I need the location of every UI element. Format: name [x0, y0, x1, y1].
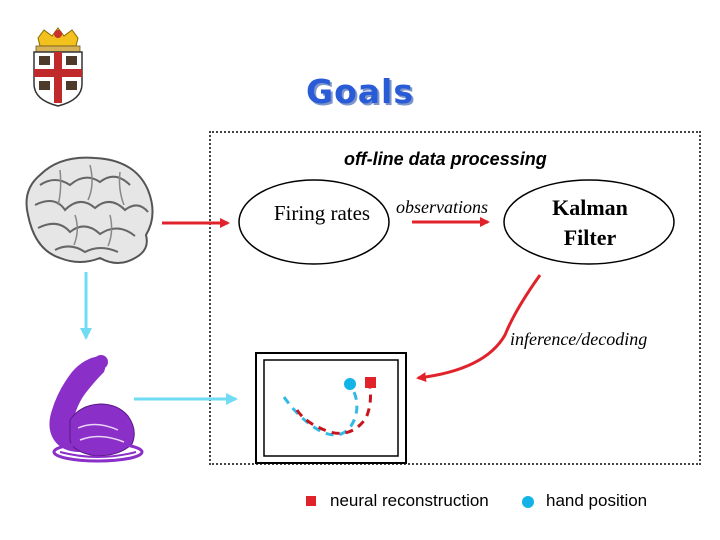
legend-neural-label: neural reconstruction	[330, 491, 489, 510]
brain-icon	[25, 156, 154, 264]
firing-rates-node	[238, 179, 390, 265]
kalman-filter-label: Kalman Filter	[552, 195, 628, 250]
neural-trajectory	[295, 387, 372, 435]
hand-position-marker	[344, 378, 356, 390]
inference-arrow	[416, 274, 542, 383]
observations-label: observations	[396, 197, 488, 217]
monkey-icon	[49, 355, 144, 463]
legend-hand-label: hand position	[546, 491, 648, 510]
kalman-filter-node	[503, 179, 675, 265]
offline-processing-box	[209, 131, 701, 465]
legend-hand-swatch	[522, 496, 534, 508]
slide-title: Goals	[306, 72, 414, 111]
workspace-screen	[263, 359, 399, 457]
inference-label: inference/decoding	[510, 329, 648, 349]
firing-rates-label: Firing rates	[273, 201, 371, 225]
legend-neural-swatch	[306, 496, 316, 506]
box-label: off-line data processing	[344, 149, 547, 169]
hand-trajectory	[282, 387, 359, 437]
neural-marker	[365, 377, 376, 388]
